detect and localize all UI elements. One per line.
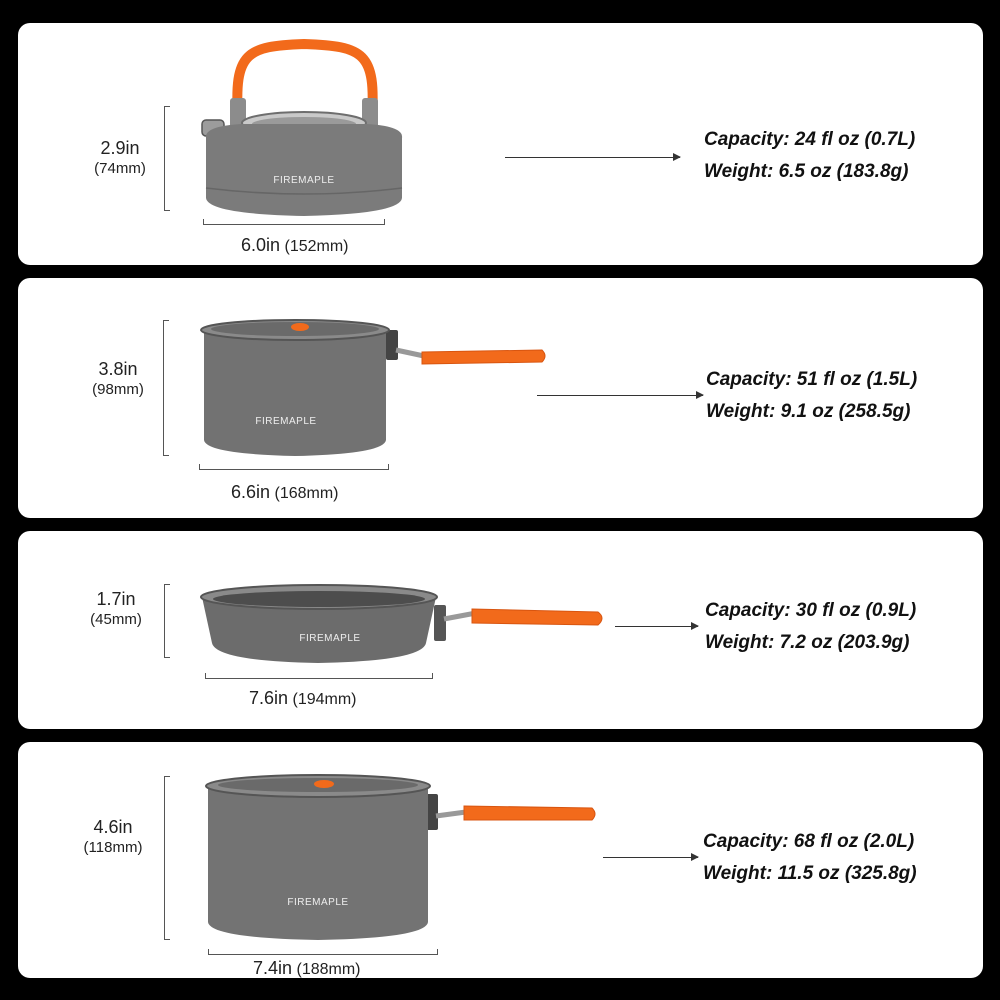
specs: Capacity: 30 fl oz (0.9L) Weight: 7.2 oz… bbox=[705, 595, 916, 659]
height-in: 1.7in bbox=[96, 589, 136, 609]
height-label: 1.7in (45mm) bbox=[81, 588, 151, 629]
height-bracket bbox=[164, 106, 171, 211]
frying-pan-icon: FIREMAPLE bbox=[200, 583, 610, 665]
width-in: 7.4in bbox=[253, 958, 293, 978]
width-bracket bbox=[203, 218, 385, 225]
arrow-icon bbox=[505, 153, 681, 161]
specs: Capacity: 68 fl oz (2.0L) Weight: 11.5 o… bbox=[703, 826, 917, 890]
capacity-text: Capacity: 68 fl oz (2.0L) bbox=[703, 831, 915, 852]
width-label: 7.6in (194mm) bbox=[249, 688, 357, 709]
pot-icon: FIREMAPLE bbox=[198, 316, 558, 461]
weight-text: Weight: 11.5 oz (325.8g) bbox=[703, 863, 917, 884]
height-label: 2.9in (74mm) bbox=[90, 137, 150, 178]
height-mm: (45mm) bbox=[90, 610, 142, 628]
capacity-text: Capacity: 30 fl oz (0.9L) bbox=[705, 600, 917, 621]
height-bracket bbox=[164, 584, 171, 658]
width-in: 6.0in bbox=[241, 235, 281, 255]
weight-text: Weight: 9.1 oz (258.5g) bbox=[706, 401, 911, 422]
large-pot-icon: FIREMAPLE bbox=[204, 772, 604, 944]
capacity-text: Capacity: 51 fl oz (1.5L) bbox=[706, 369, 918, 390]
height-label: 4.6in (118mm) bbox=[73, 816, 153, 857]
width-bracket bbox=[205, 672, 433, 679]
product-panel-pot: 3.8in (98mm) FIREMAPLE 6.6in (168mm) Cap… bbox=[18, 278, 983, 518]
product-panel-large-pot: 4.6in (118mm) FIREMAPLE 7.4in (188mm) Ca… bbox=[18, 742, 983, 978]
kettle-icon: FIREMAPLE bbox=[194, 38, 414, 218]
height-mm: (74mm) bbox=[94, 159, 146, 177]
capacity-text: Capacity: 24 fl oz (0.7L) bbox=[704, 129, 916, 150]
arrow-icon bbox=[537, 391, 704, 399]
product-panel-kettle: 2.9in (74mm) FIREMAPLE 6.0in (152mm) Cap… bbox=[18, 23, 983, 265]
height-mm: (98mm) bbox=[92, 380, 144, 398]
height-in: 3.8in bbox=[98, 359, 138, 379]
height-bracket bbox=[164, 776, 171, 940]
brand-logo: FIREMAPLE bbox=[299, 633, 360, 644]
brand-logo: FIREMAPLE bbox=[287, 897, 348, 908]
width-label: 6.0in (152mm) bbox=[241, 235, 349, 256]
height-in: 4.6in bbox=[93, 817, 133, 837]
width-label: 7.4in (188mm) bbox=[253, 958, 361, 978]
height-bracket bbox=[163, 320, 170, 456]
weight-text: Weight: 7.2 oz (203.9g) bbox=[705, 632, 910, 653]
width-label: 6.6in (168mm) bbox=[231, 482, 339, 503]
brand-logo: FIREMAPLE bbox=[255, 416, 316, 427]
arrow-icon bbox=[615, 622, 699, 630]
width-in: 7.6in bbox=[249, 688, 289, 708]
height-in: 2.9in bbox=[100, 138, 140, 158]
width-bracket bbox=[199, 463, 389, 470]
brand-logo: FIREMAPLE bbox=[273, 175, 334, 186]
weight-text: Weight: 6.5 oz (183.8g) bbox=[704, 161, 909, 182]
width-mm: (152mm) bbox=[284, 238, 349, 255]
height-mm: (118mm) bbox=[83, 838, 143, 856]
specs: Capacity: 51 fl oz (1.5L) Weight: 9.1 oz… bbox=[706, 364, 917, 428]
specs: Capacity: 24 fl oz (0.7L) Weight: 6.5 oz… bbox=[704, 124, 915, 188]
width-mm: (188mm) bbox=[296, 961, 361, 978]
width-bracket bbox=[208, 948, 438, 955]
width-in: 6.6in bbox=[231, 482, 271, 502]
arrow-icon bbox=[603, 853, 699, 861]
height-label: 3.8in (98mm) bbox=[83, 358, 153, 399]
width-mm: (194mm) bbox=[292, 691, 357, 708]
width-mm: (168mm) bbox=[274, 485, 339, 502]
product-panel-frying-pan: 1.7in (45mm) FIREMAPLE 7.6in (194mm) Cap… bbox=[18, 531, 983, 729]
